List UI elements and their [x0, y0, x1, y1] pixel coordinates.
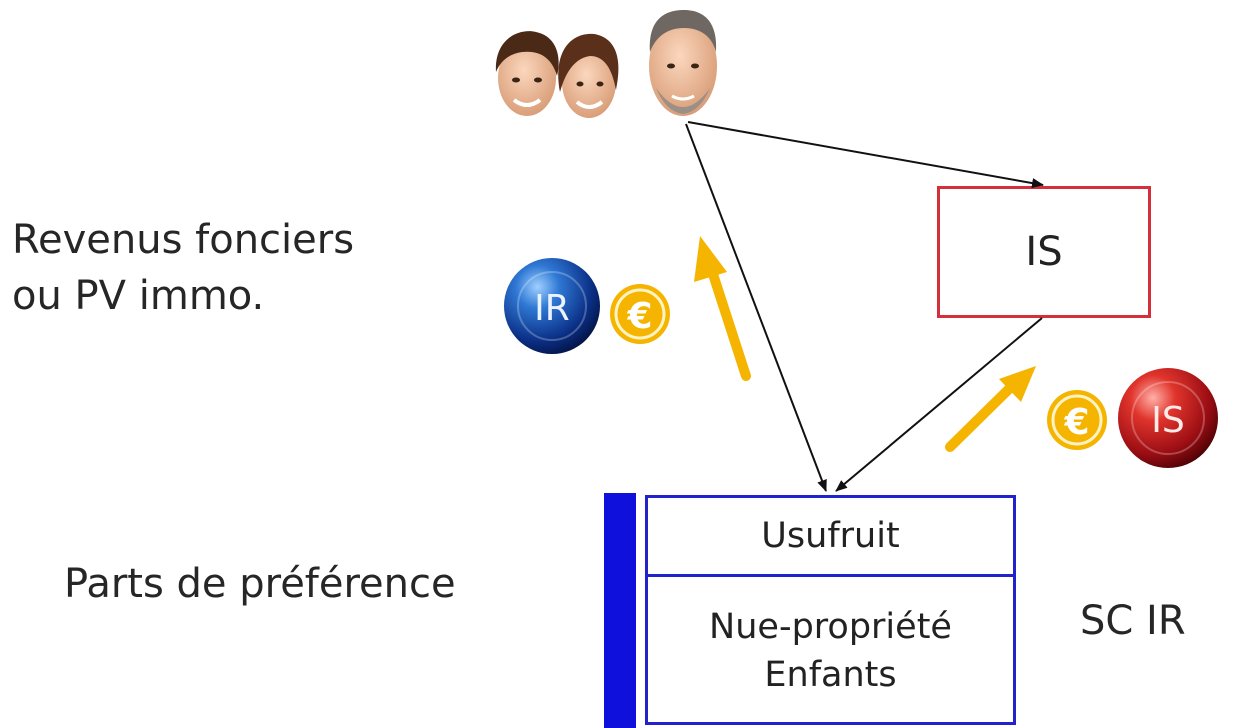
older-man-face-icon	[649, 10, 717, 116]
usufruit-cell: Usufruit	[648, 498, 1013, 577]
euro-coin-icon: €	[610, 284, 670, 344]
euro-coin-icon: €	[1047, 390, 1107, 450]
parts-de-preference-label: Parts de préférence	[64, 561, 456, 607]
revenus-line-2: ou PV immo.	[12, 273, 265, 319]
sc-ir-label: SC IR	[1080, 598, 1186, 644]
euro-coin-text: €	[1063, 402, 1089, 443]
is-badge-text: IS	[1151, 400, 1184, 441]
gold-arrow-up-right	[945, 366, 1036, 452]
nue-propriete-line: Nue-propriété	[709, 607, 952, 647]
flow-arrows	[685, 121, 1044, 492]
is-box-label: IS	[1025, 229, 1063, 275]
arrow-person-to-is	[687, 121, 1044, 189]
ir-badge-text: IR	[534, 288, 570, 329]
is-badge-icon: IS	[1118, 368, 1218, 468]
arrow-is-to-sc	[835, 317, 1043, 492]
revenus-label: Revenus fonciers ou PV immo.	[12, 212, 354, 324]
nue-propriete-cell: Nue-propriété Enfants	[648, 577, 1013, 699]
euro-coin-text: €	[626, 296, 652, 337]
ir-badge-icon: IR	[504, 258, 600, 354]
enfants-line: Enfants	[764, 655, 897, 695]
young-man-face-icon	[495, 31, 559, 116]
arrow-person-to-sc	[685, 123, 827, 492]
sc-ir-box: Usufruit Nue-propriété Enfants	[645, 495, 1016, 725]
preference-shares-bar	[604, 493, 636, 728]
young-woman-face-icon	[558, 33, 619, 118]
gold-arrow-up-left	[694, 236, 751, 381]
is-box: IS	[937, 186, 1151, 318]
revenus-line-1: Revenus fonciers	[12, 217, 355, 263]
